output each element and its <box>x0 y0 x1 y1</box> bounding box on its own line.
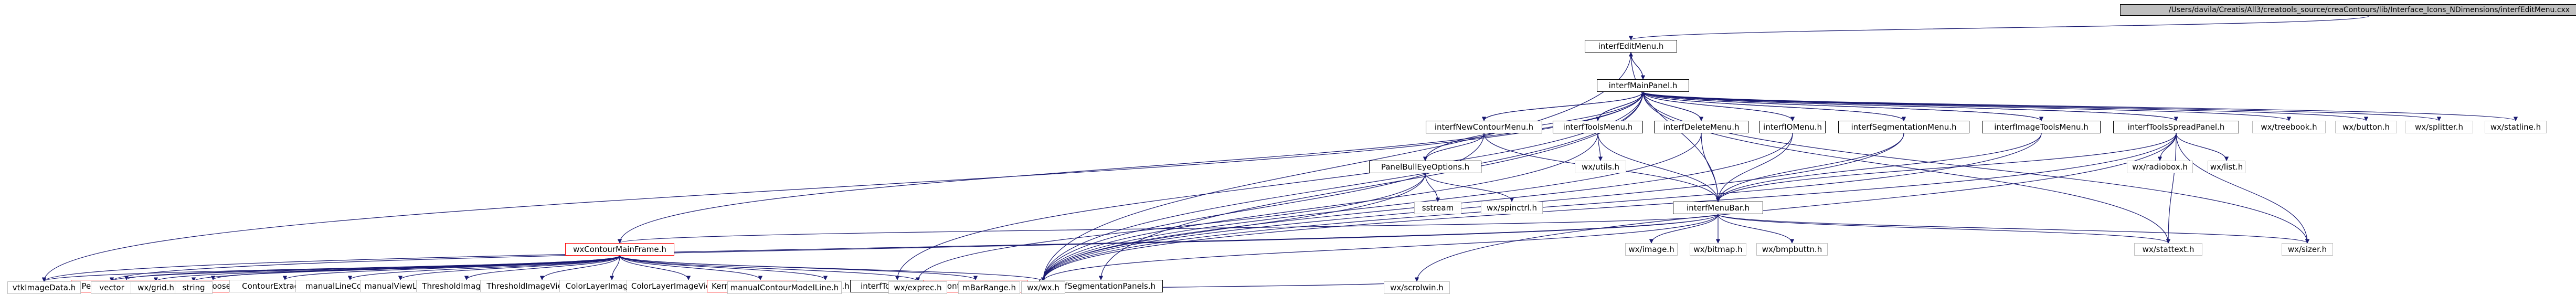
edge-interfimagetoolsmenu-h-to-interfmenubar-h <box>1715 133 2042 202</box>
edge-interfnewcontourmenu-h-to-panelbulleyeoptions-h <box>1423 133 1485 161</box>
edge-wxcontourmainframe-h-to-manualviewline-h <box>398 255 620 280</box>
graph-node-wxsizer-h: wx/sizer.h <box>2282 243 2333 256</box>
edge-panelbulleyeoptions-h-to-wxexprec-h <box>915 173 1426 282</box>
edge-interfmainpanel-h-to-wxbutton-h <box>1642 91 2368 121</box>
edge-interftoolsspreadpanel-h-to-interfmainpanel-h <box>1641 91 2177 121</box>
edge-interftoolsmenu-h-to-wxwx-h <box>1041 133 1598 282</box>
graph-node-interfmenubar-h[interactable]: interfMenuBar.h <box>1673 202 1763 214</box>
edge-interfmenubar-h-to-wxstattext-h <box>1718 214 2170 244</box>
edge-interftoolsmenu-h-to-wxutils-h <box>1597 133 1603 161</box>
edge-interfdeletemenu-h-to-interfmainpanel-h <box>1640 91 1702 121</box>
edge-wxcontourmainframe-h-to-kernelmanagercontour-h <box>619 255 763 280</box>
graph-node-vtkimagedata-h: vtkImageData.h <box>7 281 81 294</box>
edge-wxcontourmainframe-h-to-colorlayerimageview-h <box>609 255 620 280</box>
edge-interfsegmentationmenu-h-to-interfmenubar-h <box>1715 133 1904 202</box>
graph-node-interfnewcontourmenu-h[interactable]: interfNewContourMenu.h <box>1426 121 1542 133</box>
graph-node-vector: vector <box>91 281 133 294</box>
edge-root-to-interfeditmenu-h <box>1629 15 2370 40</box>
edge-interfmainpanel-h-to-interfeditmenu-h <box>1628 52 1644 80</box>
edge-interfiomenu-h-to-interfmainpanel-h <box>1640 91 1793 121</box>
graph-node-sstream: sstream <box>1414 202 1461 214</box>
edge-interfmainpanel-h-to-wxstattext-h <box>1642 91 2171 244</box>
graph-node-wxradiobox-h: wx/radiobox.h <box>2127 161 2193 173</box>
edge-interfnewcontourmenu-h-to-interfmainpanel-h <box>1483 91 1646 121</box>
edge-interfmainpanel-h-to-interftoolspanels-h <box>895 91 1644 280</box>
edge-interfdeletemenu-h-to-interfmenubar-h <box>1701 133 1721 202</box>
graph-node-wxstattext-h: wx/stattext.h <box>2134 243 2202 256</box>
graph-node-wxtreebook-h: wx/treebook.h <box>2252 121 2326 133</box>
graph-node-wxgrid-h: wx/grid.h <box>131 281 181 294</box>
edge-interfmainpanel-h-to-wxsplitter-h <box>1642 91 2441 121</box>
graph-node-panelbulleyeoptions-h[interactable]: PanelBullEyeOptions.h <box>1369 161 1481 173</box>
edge-interfeditmenu-h-to-wxwx-h <box>1041 52 1631 282</box>
edge-wxcontourmainframe-h-to-thresholdimageview-h <box>464 255 620 280</box>
edge-wxcontourmainframe-h-to-wxaui-h <box>619 255 828 280</box>
graph-node-wxwx-h: wx/wx.h <box>1021 281 1065 294</box>
graph-node-wxscrolwin-h: wx/scrolwin.h <box>1384 281 1450 294</box>
edge-interftoolsspreadpanel-h-to-interfmenubar-h <box>1715 133 2177 202</box>
edge-wxcontourmainframe-h-to-string <box>192 255 620 282</box>
graph-node-wxexprec-h: wx/exprec.h <box>888 281 947 294</box>
graph-node-wxbitmap-h: wx/bitmap.h <box>1690 243 1746 256</box>
graph-node-interfsegmentationmenu-h[interactable]: interfSegmentationMenu.h <box>1838 121 1969 133</box>
edge-wxcontourmainframe-h-to-colorlayerimageviewpanel-h <box>619 255 691 280</box>
edge-wxcontourmainframe-h-to-vector <box>110 255 620 282</box>
edge-interftoolsmenu-h-to-interfmenubar-h <box>1597 133 1721 202</box>
edge-interftoolsspreadpanel-h-to-wxlist-h <box>2176 133 2229 161</box>
edge-interfmenubar-h-to-wximage-h <box>1649 214 1719 244</box>
edge-wxcontourmainframe-h-to-wxexprec-h <box>619 255 920 282</box>
graph-node-interfdeletemenu-h[interactable]: interfDeleteMenu.h <box>1654 121 1748 133</box>
graph-node-wxcontourmainframe-h[interactable]: wxContourMainFrame.h <box>565 243 674 256</box>
edge-wxcontourmainframe-h-to-wxwx-h <box>619 255 1045 282</box>
edge-interfsegmentationmenu-h-to-interfmainpanel-h <box>1640 91 1904 121</box>
edge-interftoolsspreadpanel-h-to-wxsizer-h <box>2176 133 2310 244</box>
edge-interfmainpanel-h-to-wxtreebook-h <box>1642 91 2291 121</box>
edge-interfmenubar-h-to-wxwx-h <box>1041 214 1719 282</box>
edge-interfmenubar-h-to-wxbmpbuttn-h <box>1718 214 1795 244</box>
graph-node-string: string <box>175 281 213 294</box>
edge-interftoolsspreadpanel-h-to-wxwx-h <box>1041 133 2177 282</box>
edge-panelbulleyeoptions-h-to-sstream <box>1425 173 1440 202</box>
edge-interfmenubar-h-to-vtkimagedata-h <box>42 214 1719 282</box>
edge-panelbulleyeoptions-h-to-wxwx-h <box>1041 173 1426 282</box>
edge-interftoolsmenu-h-to-interfmainpanel-h <box>1597 91 1646 121</box>
edge-interfsegmentationmenu-h-to-wxwx-h <box>1041 133 1904 282</box>
edge-interfiomenu-h-to-interfmenubar-h <box>1715 133 1793 202</box>
graph-node-interftoolsmenu-h[interactable]: interfToolsMenu.h <box>1553 121 1643 133</box>
graph-node-interftoolsspreadpanel-h[interactable]: interfToolsSpreadPanel.h <box>2113 121 2239 133</box>
graph-node-interfiomenu-h[interactable]: interfIOMenu.h <box>1759 121 1826 133</box>
edge-interfmainpanel-h-to-vtkimagedata-h <box>41 91 1644 282</box>
graph-node-interfeditmenu-h[interactable]: interfEditMenu.h <box>1585 40 1677 52</box>
edge-interfmainpanel-h-to-interfsegmentationpanels-h <box>1098 91 1644 280</box>
graph-node-interfimagetoolsmenu-h[interactable]: interfImageToolsMenu.h <box>1982 121 2101 133</box>
graph-node-wxbutton-h: wx/button.h <box>2335 121 2397 133</box>
edge-wxcontourmainframe-h-to-thresholdimageviewpanel-h <box>539 255 620 280</box>
edge-interfimagetoolsmenu-h-to-interfmainpanel-h <box>1641 91 2042 121</box>
graph-node-interfmainpanel-h[interactable]: interfMainPanel.h <box>1597 79 1689 92</box>
graph-node-wxstatline-h: wx/statline.h <box>2485 121 2547 133</box>
edge-interfdeletemenu-h-to-wxwx-h <box>1041 133 1702 282</box>
graph-node-manualcontourmodelline-h: manualContourModelLine.h <box>727 281 842 294</box>
edge-interfmenubar-h-to-wxsizer-h <box>1718 214 2309 244</box>
graph-node-mbarrange-h: mBarRange.h <box>958 281 1020 294</box>
edge-interfmenubar-h-to-wxcontourmainframe-h <box>618 214 1719 244</box>
graph-node-wxspinctrl-h: wx/spinctrl.h <box>1481 202 1543 214</box>
graph-node-wxutils-h: wx/utils.h <box>1575 161 1626 173</box>
edge-interftoolsspreadpanel-h-to-wxstattext-h <box>2166 133 2177 244</box>
edge-wxcontourmainframe-h-to-wxgrid-h <box>154 255 620 282</box>
graph-node-wxbmpbuttn-h: wx/bmpbuttn.h <box>1756 243 1828 256</box>
graph-node-wxsplitter-h: wx/splitter.h <box>2405 121 2473 133</box>
edge-wxcontourmainframe-h-to-contourextractdata-h <box>283 255 620 280</box>
edge-interfmainpanel-h-to-wxstatline-h <box>1642 91 2518 121</box>
edge-wxcontourmainframe-h-to-manuallinecontroler-h <box>347 255 620 280</box>
edge-interfmainpanel-h-to-wxcontourmainframe-h <box>617 91 1644 244</box>
graph-node-wximage-h: wx/image.h <box>1625 243 1678 256</box>
graph-node-root[interactable]: /Users/davila/Creatis/All3/creatools_sou… <box>2120 4 2576 16</box>
edge-panelbulleyeoptions-h-to-wxspinctrl-h <box>1425 173 1514 202</box>
graph-node-wxlist-h: wx/list.h <box>2208 161 2245 173</box>
